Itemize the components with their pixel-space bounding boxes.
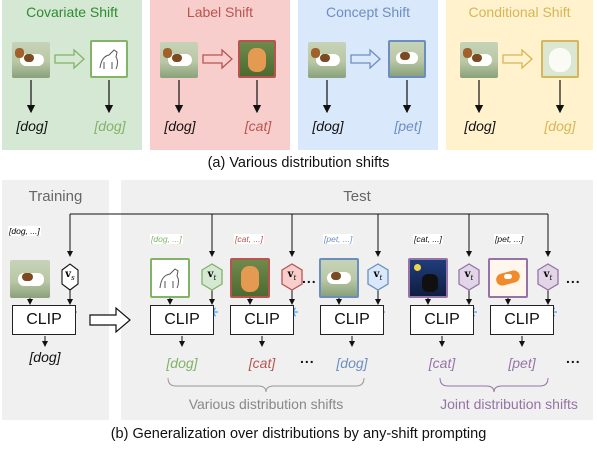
prompt-text: [cat, ...] xyxy=(413,234,443,244)
white-puppy-photo xyxy=(541,40,579,78)
label-left: [dog] xyxy=(16,118,48,134)
label-right: [cat] xyxy=(244,118,272,134)
vt-token: vt xyxy=(207,269,217,282)
panel-title: Conditional Shift xyxy=(468,4,571,20)
training-panel xyxy=(2,180,109,420)
output-label: [dog] xyxy=(166,355,198,371)
vt-token: vt xyxy=(543,269,553,282)
clip-model: CLIP xyxy=(320,305,384,335)
beagle-photo xyxy=(10,260,50,298)
vt-token: vt xyxy=(287,269,297,282)
beagle-photo xyxy=(460,42,498,78)
dog-sketch-image xyxy=(90,40,128,78)
ellipsis: ... xyxy=(566,270,581,286)
vs-token: vs xyxy=(65,269,75,282)
test-title: Test xyxy=(343,188,371,205)
cartoon-corgi-image xyxy=(488,258,528,298)
label-left: [dog] xyxy=(464,118,496,134)
starry-night-cat-image xyxy=(408,258,448,298)
kitten-photo xyxy=(238,40,276,78)
caption-b: (b) Generalization over distributions by… xyxy=(110,426,487,442)
dog-sketch-image xyxy=(150,258,190,298)
clip-model: CLIP xyxy=(490,305,554,335)
output-label: [dog] xyxy=(336,355,368,371)
label-left: [dog] xyxy=(164,118,196,134)
prompt-text: [dog, ...] xyxy=(8,226,41,236)
label-right: [dog] xyxy=(544,118,576,134)
beagle-photo xyxy=(160,42,198,78)
clip-model: CLIP xyxy=(410,305,474,335)
test-panel xyxy=(121,180,593,420)
vt-token: vt xyxy=(464,269,474,282)
output-label: [cat] xyxy=(428,355,456,371)
label-right: [dog] xyxy=(94,118,126,134)
prompt-text: [pet, ...] xyxy=(323,234,354,244)
beagle-photo-framed xyxy=(388,40,426,78)
ellipsis: ... xyxy=(302,270,317,286)
panel-title: Concept Shift xyxy=(325,4,411,20)
training-title: Training xyxy=(28,188,83,205)
prompt-text: [cat, ...] xyxy=(234,234,264,244)
beagle-photo xyxy=(308,42,346,78)
prompt-text: [dog, ...] xyxy=(150,234,183,244)
brace-label-joint: Joint distribution shifts xyxy=(440,396,578,412)
ellipsis: ... xyxy=(300,350,315,366)
caption-a: (a) Various distribution shifts xyxy=(207,155,390,171)
clip-model: CLIP xyxy=(12,305,76,335)
output-label: [dog] xyxy=(29,349,61,365)
clip-model: CLIP xyxy=(230,305,294,335)
output-label: [cat] xyxy=(248,355,276,371)
panel-title: Covariate Shift xyxy=(26,4,118,20)
vt-token: vt xyxy=(373,269,383,282)
beagle-photo xyxy=(12,42,50,78)
label-right: [pet] xyxy=(394,118,422,134)
panel-title: Label Shift xyxy=(186,4,254,20)
clip-model: CLIP xyxy=(150,305,214,335)
ellipsis: ... xyxy=(566,350,581,366)
brace-label-various: Various distribution shifts xyxy=(188,396,344,412)
beagle-photo-framed xyxy=(319,258,359,298)
label-left: [dog] xyxy=(312,118,344,134)
prompt-text: [pet, ...] xyxy=(494,234,525,244)
output-label: [pet] xyxy=(508,355,536,371)
kitten-photo xyxy=(230,258,270,298)
